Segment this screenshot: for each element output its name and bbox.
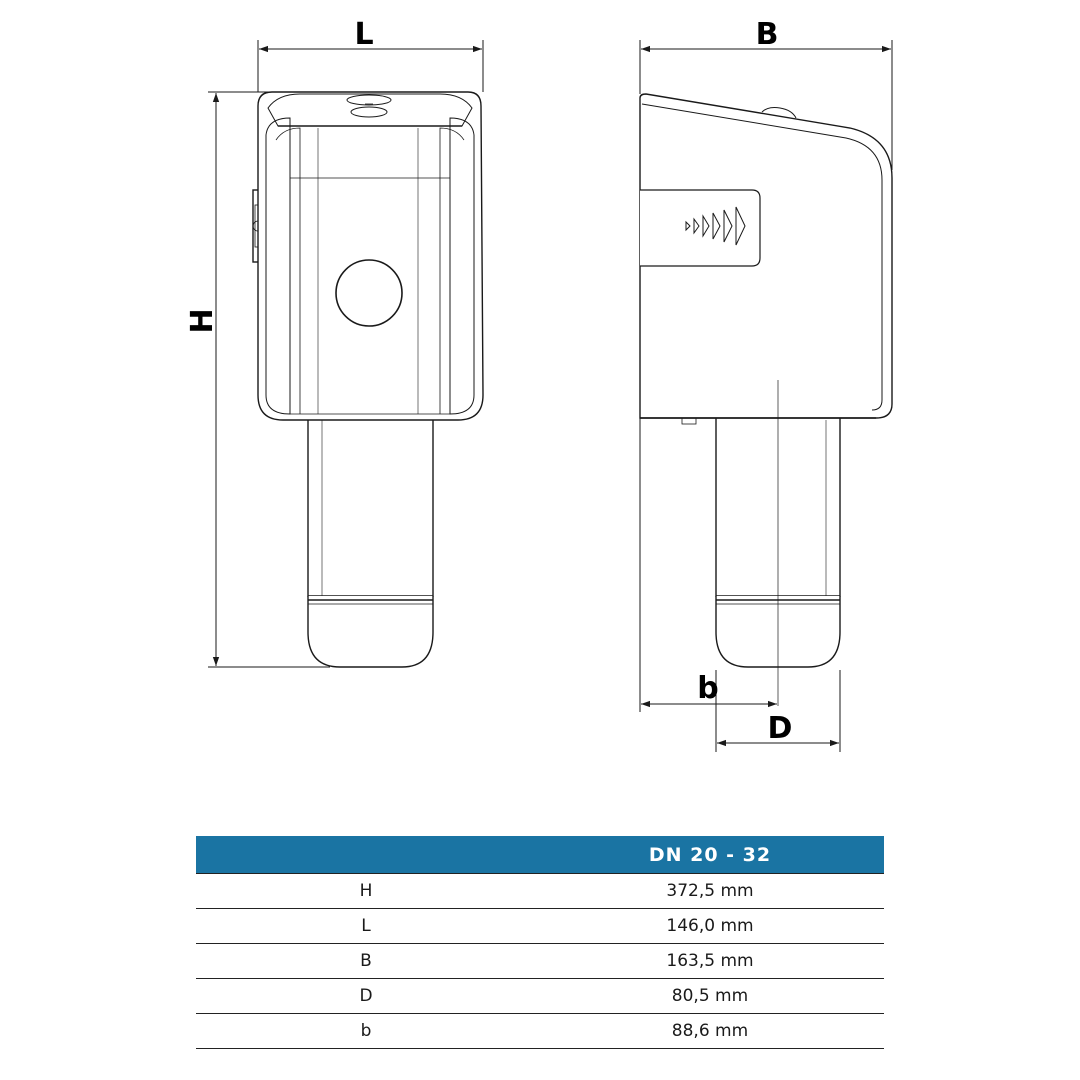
row-name: H [196, 873, 536, 909]
table-row: H 372,5 mm [196, 873, 884, 909]
led-indicator-icon [685, 206, 746, 246]
dimension-label-B: B [756, 17, 779, 52]
side-housing [639, 93, 893, 419]
row-name: L [196, 908, 536, 944]
side-view [639, 93, 893, 706]
front-view [252, 91, 484, 668]
table-row: B 163,5 mm [196, 943, 884, 979]
front-round-button [335, 259, 403, 327]
dimension-label-H: H [185, 308, 220, 333]
row-name: B [196, 943, 536, 979]
side-indicator-panel [640, 189, 761, 267]
row-name: b [196, 1013, 536, 1049]
front-housing [257, 91, 484, 421]
table-row: b 88,6 mm [196, 1013, 884, 1049]
row-value: 372,5 mm [536, 873, 884, 909]
dimension-lines [208, 40, 893, 752]
table-header-dn: DN 20 - 32 [536, 836, 884, 874]
table-header-row: DN 20 - 32 [196, 836, 884, 874]
dimension-label-b: b [697, 671, 718, 706]
row-name: D [196, 978, 536, 1014]
side-pipe [681, 417, 841, 668]
front-pipe [307, 418, 434, 668]
table-row: D 80,5 mm [196, 978, 884, 1014]
technical-drawing: L B H b D [185, 17, 893, 752]
table-header-blank [196, 836, 536, 874]
dimension-label-L: L [354, 17, 373, 52]
table-row: L 146,0 mm [196, 908, 884, 944]
dimension-table: DN 20 - 32 H 372,5 mm L 146,0 mm B 163,5… [196, 836, 884, 1049]
row-value: 163,5 mm [536, 943, 884, 979]
row-value: 146,0 mm [536, 908, 884, 944]
row-value: 88,6 mm [536, 1013, 884, 1049]
row-value: 80,5 mm [536, 978, 884, 1014]
dimension-label-D: D [768, 711, 793, 746]
